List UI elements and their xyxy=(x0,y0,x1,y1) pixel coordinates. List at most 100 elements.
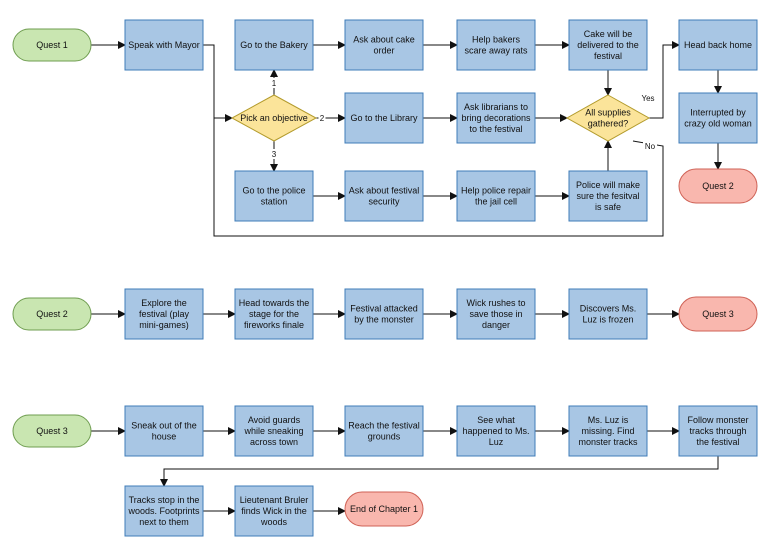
node-q3-start: Quest 3 xyxy=(12,414,92,448)
connector-label-bg xyxy=(643,141,657,151)
node-label: Quest 3 xyxy=(702,309,734,319)
connector-follow-to-tracks xyxy=(160,456,719,487)
node-discovers-luz: Discovers Ms.Luz is frozen xyxy=(568,288,648,340)
process-box xyxy=(456,288,536,340)
process-box xyxy=(344,288,424,340)
node-label: Discovers Ms.Luz is frozen xyxy=(580,304,637,325)
process-box xyxy=(456,170,536,222)
start-terminal xyxy=(12,297,92,331)
node-label: Quest 3 xyxy=(36,426,68,436)
node-speak-mayor: Speak with Mayor xyxy=(124,19,204,71)
decision-diamond xyxy=(565,94,651,142)
end-terminal xyxy=(678,296,758,332)
connector-label-bg xyxy=(270,78,278,88)
node-q2-start: Quest 2 xyxy=(12,297,92,331)
process-box xyxy=(568,170,648,222)
process-box xyxy=(678,19,758,71)
node-q2-end: Quest 3 xyxy=(678,296,758,332)
process-box xyxy=(124,485,204,537)
node-head-home: Head back home xyxy=(678,19,758,71)
connector-label-no: No xyxy=(645,142,656,151)
process-box xyxy=(568,288,648,340)
node-end-ch1: End of Chapter 1 xyxy=(344,491,424,527)
node-q1-start: Quest 1 xyxy=(12,28,92,62)
connector-label-bg xyxy=(270,149,278,159)
process-box xyxy=(124,19,204,71)
process-box xyxy=(124,405,204,457)
connector-label-opt3: 3 xyxy=(272,150,277,159)
process-box xyxy=(344,92,424,144)
connector-mayor-to-pick xyxy=(203,44,233,122)
node-label: Quest 2 xyxy=(702,181,734,191)
start-terminal xyxy=(12,414,92,448)
node-pick-objective: Pick an objective xyxy=(230,94,318,142)
decision-diamond xyxy=(230,94,318,142)
start-terminal xyxy=(12,28,92,62)
node-label: Quest 2 xyxy=(36,309,68,319)
connector-label-opt1: 1 xyxy=(272,79,277,88)
connector-layer xyxy=(91,41,722,515)
process-box xyxy=(234,485,314,537)
node-label: Pick an objective xyxy=(240,113,308,123)
node-q1-end: Quest 2 xyxy=(678,168,758,204)
process-box xyxy=(678,405,758,457)
process-box xyxy=(568,19,648,71)
process-box xyxy=(344,405,424,457)
connector-label-opt2: 2 xyxy=(320,114,325,123)
process-box xyxy=(456,19,536,71)
process-box xyxy=(456,92,536,144)
connector-supplies-yes-to-home xyxy=(649,41,680,119)
connector-label-bg xyxy=(639,93,657,103)
process-box xyxy=(234,288,314,340)
connector-supplies-no-loop xyxy=(213,117,664,237)
process-box xyxy=(124,288,204,340)
node-label: Go to the Library xyxy=(350,113,418,123)
node-go-bakery: Go to the Bakery xyxy=(234,19,314,71)
node-label: Head back home xyxy=(684,40,752,50)
